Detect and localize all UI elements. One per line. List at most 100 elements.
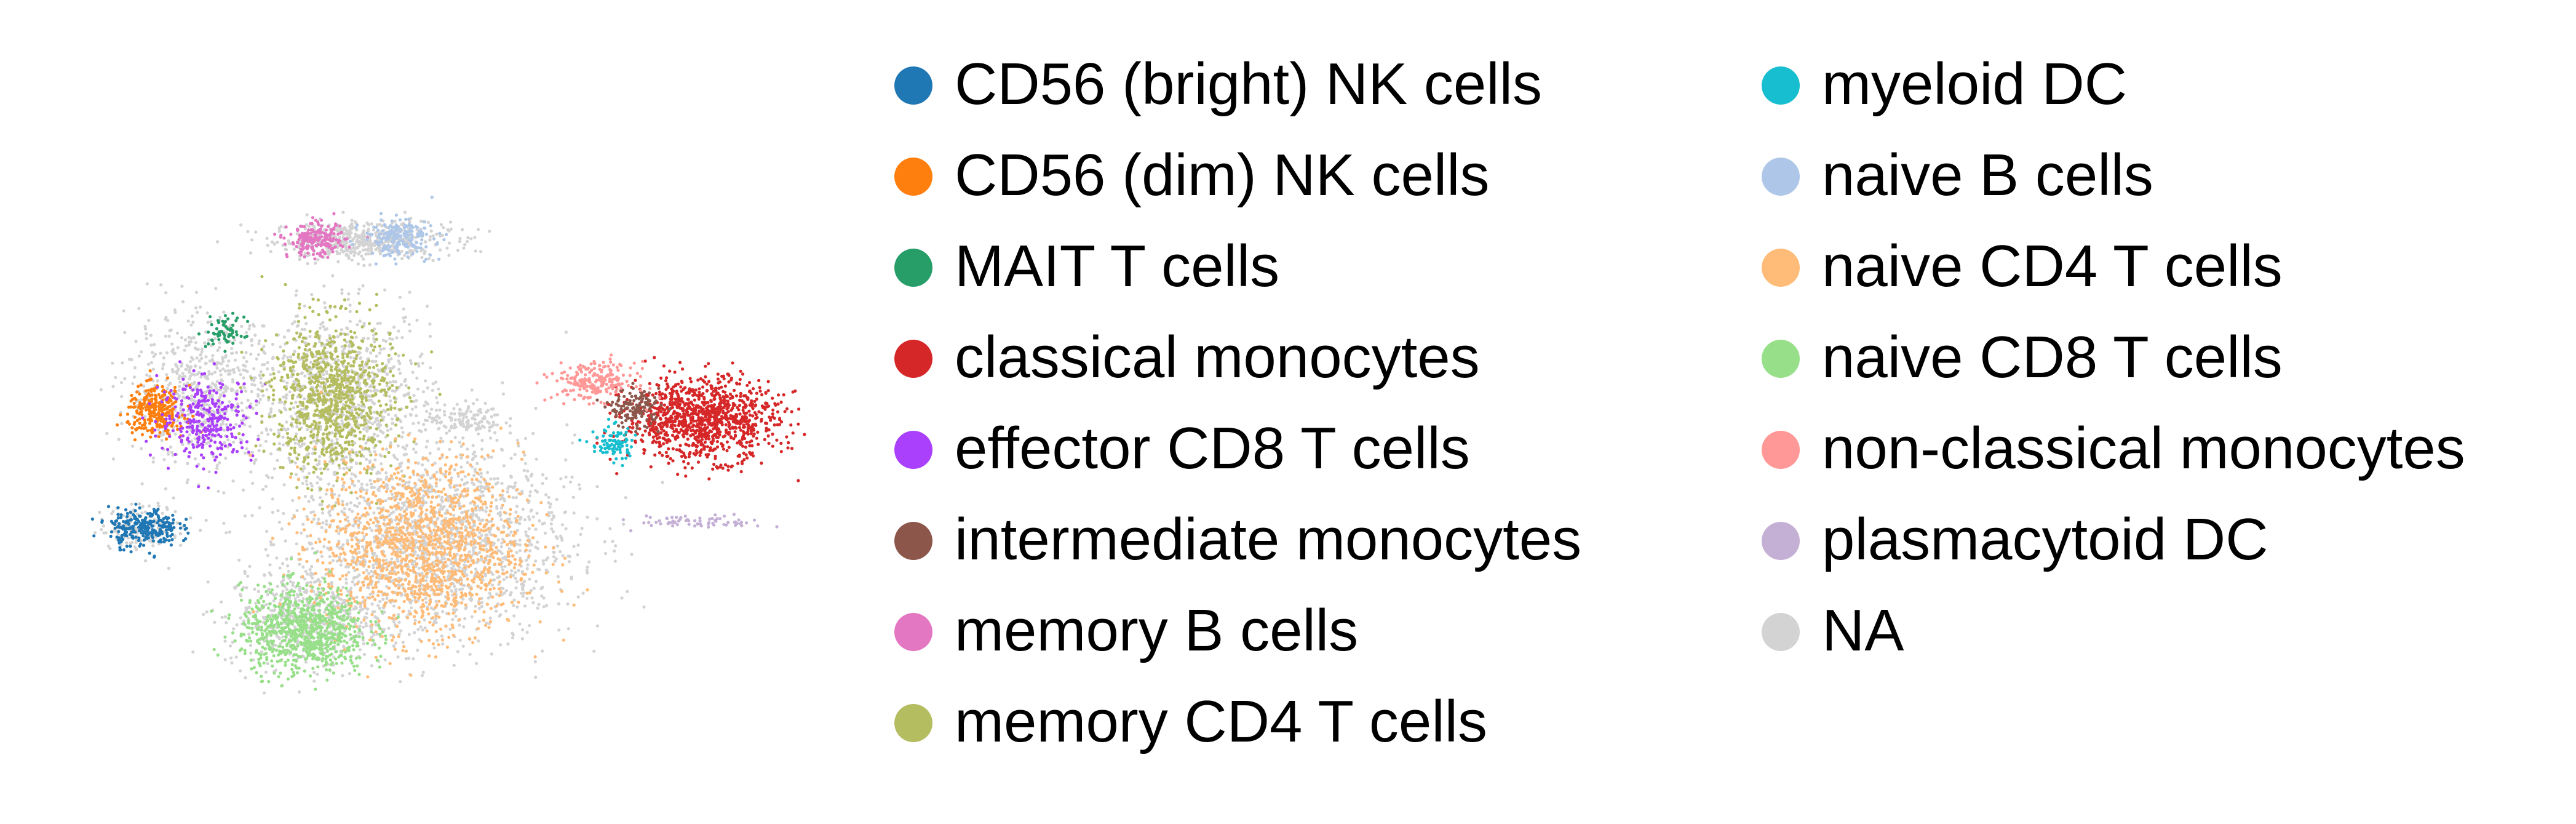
scatter-point bbox=[324, 306, 327, 310]
scatter-point bbox=[140, 447, 143, 450]
scatter-point bbox=[434, 612, 437, 615]
scatter-point bbox=[396, 444, 400, 448]
scatter-point bbox=[125, 511, 129, 516]
scatter-point bbox=[242, 368, 245, 372]
scatter-point bbox=[226, 340, 230, 343]
scatter-point bbox=[429, 229, 433, 233]
scatter-point bbox=[387, 626, 391, 630]
scatter-point bbox=[458, 588, 462, 591]
scatter-point bbox=[325, 522, 328, 526]
scatter-point bbox=[453, 418, 458, 422]
scatter-point bbox=[552, 514, 555, 518]
scatter-point bbox=[233, 338, 237, 342]
scatter-point bbox=[564, 527, 568, 530]
scatter-point bbox=[264, 474, 269, 478]
scatter-point bbox=[423, 626, 427, 630]
scatter-point bbox=[561, 554, 565, 558]
scatter-point bbox=[125, 514, 129, 519]
scatter-point bbox=[140, 482, 144, 486]
scatter-point bbox=[358, 319, 362, 323]
scatter-point bbox=[252, 367, 256, 370]
scatter-point bbox=[276, 458, 279, 462]
scatter-point bbox=[378, 351, 382, 355]
scatter-point bbox=[312, 679, 316, 683]
scatter-point bbox=[613, 549, 616, 553]
scatter-point bbox=[239, 616, 242, 620]
scatter-point bbox=[554, 535, 558, 538]
scatter-point bbox=[209, 315, 212, 319]
scatter-point bbox=[372, 337, 376, 341]
scatter-point bbox=[331, 559, 335, 562]
scatter-point bbox=[149, 514, 153, 518]
scatter-point bbox=[367, 247, 370, 250]
scatter-point bbox=[381, 598, 385, 601]
scatter-point bbox=[203, 419, 207, 423]
scatter-point bbox=[178, 385, 181, 388]
scatter-point bbox=[234, 330, 238, 334]
scatter-point bbox=[186, 478, 190, 482]
scatter-point bbox=[170, 423, 174, 427]
scatter-point bbox=[416, 387, 420, 391]
scatter-point bbox=[411, 422, 415, 425]
scatter-point bbox=[343, 507, 346, 511]
scatter-point bbox=[392, 644, 396, 648]
scatter-point bbox=[130, 358, 133, 362]
scatter-point bbox=[426, 458, 430, 462]
scatter-point bbox=[408, 329, 412, 333]
scatter-point bbox=[163, 393, 167, 397]
scatter-point bbox=[340, 291, 344, 295]
scatter-point bbox=[348, 310, 352, 313]
scatter-point bbox=[277, 442, 281, 446]
scatter-point bbox=[210, 338, 214, 343]
scatter-point bbox=[587, 560, 591, 564]
scatter-point bbox=[536, 567, 540, 571]
scatter-point bbox=[319, 385, 322, 389]
scatter-point bbox=[513, 484, 517, 488]
scatter-point bbox=[233, 370, 236, 374]
scatter-point bbox=[251, 481, 255, 486]
scatter-point bbox=[556, 575, 560, 578]
scatter-point bbox=[452, 514, 456, 518]
scatter-point bbox=[498, 550, 503, 553]
scatter-point bbox=[531, 515, 535, 519]
scatter-point bbox=[401, 641, 405, 644]
scatter-point bbox=[385, 447, 389, 451]
scatter-point bbox=[224, 355, 228, 359]
scatter-point bbox=[167, 401, 170, 404]
scatter-point bbox=[177, 388, 181, 393]
scatter-point bbox=[215, 327, 218, 330]
scatter-point bbox=[453, 426, 456, 430]
scatter-point bbox=[146, 429, 149, 433]
scatter-point bbox=[383, 658, 387, 662]
scatter-point bbox=[568, 554, 572, 558]
scatter-point bbox=[671, 447, 675, 450]
scatter-point bbox=[534, 527, 538, 531]
scatter-point bbox=[453, 468, 456, 472]
scatter-point bbox=[210, 323, 213, 327]
scatter-point bbox=[343, 346, 346, 350]
scatter-point bbox=[398, 361, 402, 366]
scatter-point bbox=[170, 350, 174, 353]
scatter-point bbox=[340, 419, 344, 423]
scatter-point bbox=[397, 367, 401, 371]
scatter-point bbox=[444, 425, 448, 429]
scatter-point bbox=[400, 249, 403, 253]
scatter-point bbox=[427, 415, 431, 419]
scatter-point bbox=[157, 533, 161, 537]
scatter-point bbox=[478, 408, 482, 412]
scatter-point bbox=[341, 644, 346, 648]
scatter-point bbox=[440, 498, 443, 502]
scatter-point bbox=[439, 436, 443, 440]
scatter-point bbox=[567, 560, 571, 564]
scatter-point bbox=[141, 505, 145, 508]
scatter-point bbox=[287, 241, 291, 245]
scatter-point bbox=[336, 246, 340, 249]
scatter-point bbox=[256, 434, 260, 438]
scatter-point bbox=[483, 572, 488, 576]
scatter-point bbox=[528, 577, 531, 581]
scatter-point bbox=[310, 293, 314, 297]
scatter-point bbox=[467, 550, 472, 554]
scatter-point bbox=[156, 508, 160, 511]
scatter-point bbox=[365, 612, 368, 615]
scatter-point bbox=[458, 441, 461, 444]
